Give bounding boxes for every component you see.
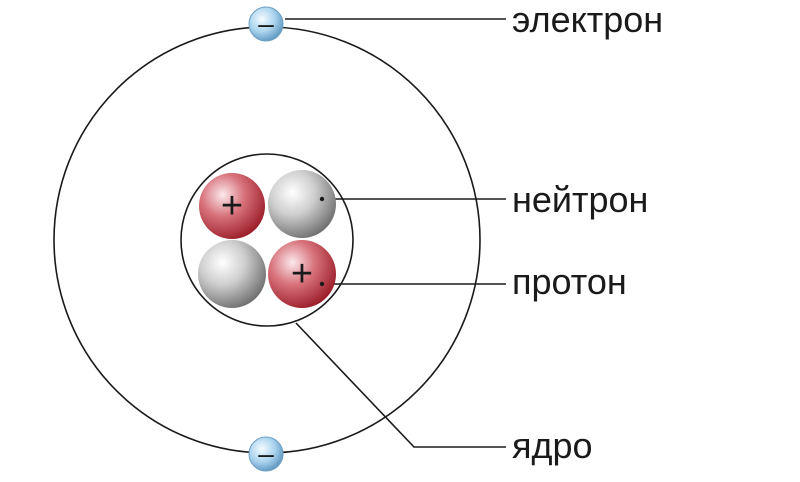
neutron-sphere bbox=[268, 170, 336, 238]
electron-orbit bbox=[53, 26, 481, 454]
electron-minus-sign: – bbox=[258, 8, 274, 39]
neutron-bottom-left bbox=[198, 240, 266, 308]
neutron-top-right bbox=[268, 170, 336, 238]
proton-bottom-right: + bbox=[268, 240, 336, 308]
proton-pointer-dot bbox=[319, 281, 325, 287]
proton-plus-sign: + bbox=[291, 253, 313, 295]
nucleus-label: ядро bbox=[512, 425, 593, 466]
electron-sphere bbox=[248, 6, 284, 42]
proton-top-left: + bbox=[199, 173, 265, 239]
electron-bottom: – bbox=[248, 436, 284, 472]
nucleus-leader-line bbox=[295, 322, 506, 448]
proton-plus-sign: + bbox=[221, 185, 243, 227]
neutron-pointer-dot bbox=[319, 196, 325, 202]
electron-sphere bbox=[248, 436, 284, 472]
electron-label: электрон bbox=[512, 0, 663, 40]
nucleus-boundary bbox=[180, 153, 354, 327]
proton-label: протон bbox=[512, 261, 627, 302]
neutron-label: нейтрон bbox=[512, 179, 648, 220]
proton-sphere bbox=[199, 173, 265, 239]
electron-top: – bbox=[248, 6, 284, 42]
neutron-sphere bbox=[198, 240, 266, 308]
proton-sphere bbox=[268, 240, 336, 308]
electron-minus-sign: – bbox=[258, 438, 274, 469]
